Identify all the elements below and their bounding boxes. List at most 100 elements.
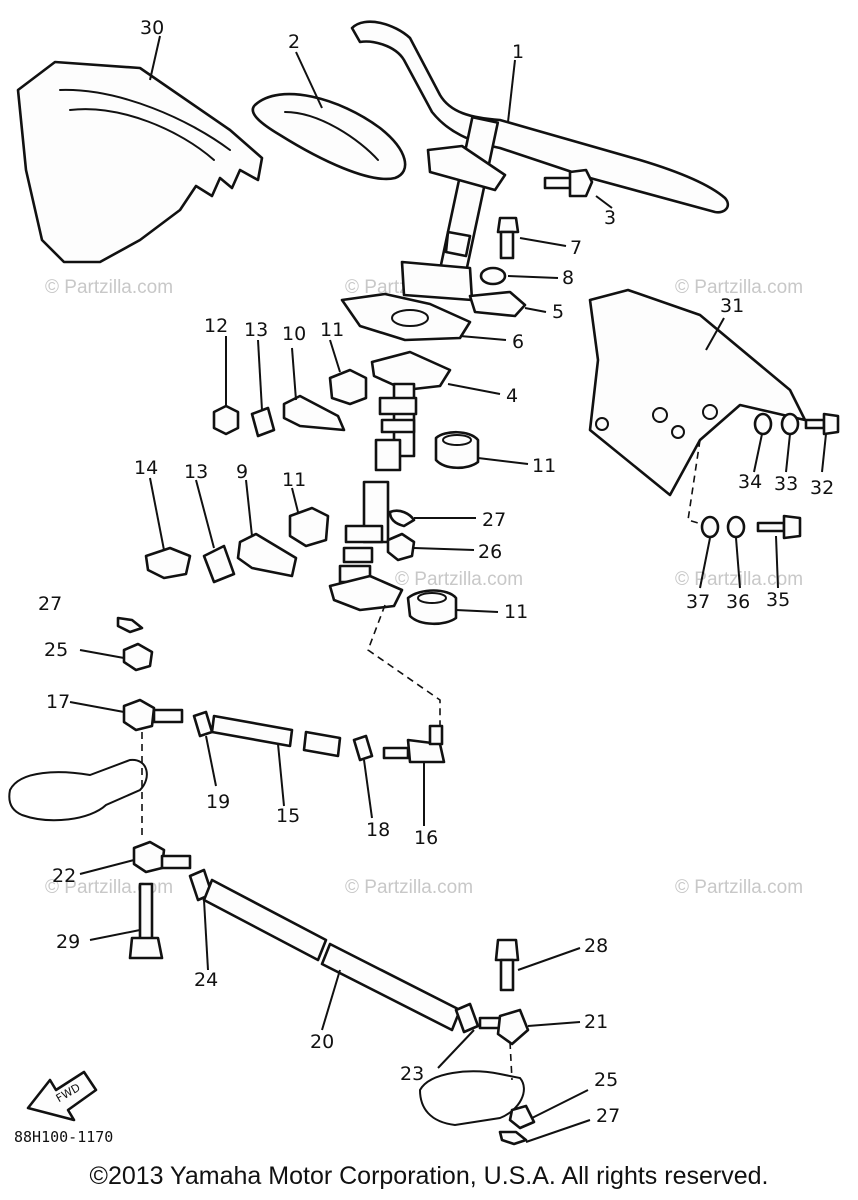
part-15-rod <box>210 714 294 748</box>
part-14-bolt <box>144 546 192 580</box>
part-17-ball-joint <box>122 698 184 732</box>
part-31-side-cover <box>588 288 807 497</box>
callout-14: 14 <box>134 457 158 479</box>
callout-16: 16 <box>414 827 438 849</box>
callout-36: 36 <box>726 591 750 613</box>
watermark: © Partzilla.com <box>45 277 173 298</box>
part-22-ball-joint <box>132 840 192 874</box>
assembly-line <box>367 604 441 730</box>
part-29-bolt <box>128 882 164 960</box>
part-8-nut <box>479 266 507 286</box>
callout-4: 4 <box>506 385 518 407</box>
callout-27: 27 <box>38 593 62 615</box>
part-4-steering-column <box>370 350 452 472</box>
callout-24: 24 <box>194 969 218 991</box>
callout-22: 22 <box>52 865 76 887</box>
callout-15: 15 <box>276 805 300 827</box>
part-30-steering-cover <box>16 60 264 264</box>
part-13-plate-lower <box>202 544 236 584</box>
callout-37: 37 <box>686 591 710 613</box>
callout-5: 5 <box>552 301 564 323</box>
part-21-ball-joint <box>478 1008 530 1046</box>
callout-2: 2 <box>288 31 300 53</box>
part-19-nut <box>192 710 214 738</box>
callout-1: 1 <box>512 41 524 63</box>
watermark: © Partzilla.com <box>675 277 803 298</box>
part-11-bushing-low <box>406 589 458 626</box>
part-2-handle-cover <box>251 92 407 181</box>
callout-27: 27 <box>596 1105 620 1127</box>
part-35-bolt <box>756 514 802 540</box>
lower-steering-shaft <box>328 480 404 612</box>
steering-lever-left <box>8 758 148 822</box>
part-27-cotter-left <box>116 616 144 634</box>
part-12-nut <box>212 404 240 436</box>
callout-3: 3 <box>604 207 616 229</box>
part-18-nut <box>352 734 374 762</box>
part-15-rod-end <box>302 730 342 758</box>
part-27-cotter-right <box>498 1130 528 1146</box>
part-11-bushing-mid <box>434 430 480 470</box>
callout-18: 18 <box>366 819 390 841</box>
callout-29: 29 <box>56 931 80 953</box>
part-28-bolt <box>494 938 520 992</box>
part-23-nut <box>454 1002 480 1034</box>
callout-20: 20 <box>310 1031 334 1053</box>
leader-lines <box>69 35 827 1143</box>
callout-7: 7 <box>570 237 582 259</box>
watermark: © Partzilla.com <box>675 877 803 898</box>
part-11-bushing-top <box>328 368 368 406</box>
part-7-bolt <box>496 216 520 260</box>
callout-11: 11 <box>320 319 344 341</box>
watermark: © Partzilla.com <box>345 877 473 898</box>
callout-13: 13 <box>244 319 268 341</box>
callout-6: 6 <box>512 331 524 353</box>
callout-8: 8 <box>562 267 574 289</box>
callout-11: 11 <box>282 469 306 491</box>
part-26-nut <box>386 532 416 562</box>
callout-34: 34 <box>738 471 762 493</box>
assembly-line <box>509 1041 513 1081</box>
part-25-nut-left <box>122 642 154 672</box>
callout-21: 21 <box>584 1011 608 1033</box>
forward-arrow-icon: FWD <box>26 1070 98 1122</box>
part-1-handlebar <box>350 20 730 302</box>
callout-17: 17 <box>46 691 70 713</box>
callout-10: 10 <box>282 323 306 345</box>
callout-25: 25 <box>594 1069 618 1091</box>
callout-23: 23 <box>400 1063 424 1085</box>
callout-31: 31 <box>720 295 744 317</box>
steering-lever-right <box>418 1070 525 1127</box>
part-16-ball-joint <box>382 724 446 764</box>
watermark: © Partzilla.com <box>395 569 523 590</box>
part-5-clamp <box>468 290 527 318</box>
callout-25: 25 <box>44 639 68 661</box>
part-33-washer <box>780 412 800 436</box>
callout-32: 32 <box>810 477 834 499</box>
callout-28: 28 <box>584 935 608 957</box>
part-20-rod <box>202 878 462 1032</box>
callout-12: 12 <box>204 315 228 337</box>
callout-11: 11 <box>532 455 556 477</box>
assembly-line <box>687 439 706 526</box>
callout-13: 13 <box>184 461 208 483</box>
copyright-footer: ©2013 Yamaha Motor Corporation, U.S.A. A… <box>89 1162 769 1190</box>
part-32-bolt <box>804 412 840 436</box>
part-37-washer <box>700 515 720 539</box>
part-9-bracket <box>236 532 298 578</box>
callout-27: 27 <box>482 509 506 531</box>
callout-30: 30 <box>140 17 164 39</box>
callout-33: 33 <box>774 473 798 495</box>
part-10-bracket <box>282 394 346 432</box>
callout-26: 26 <box>478 541 502 563</box>
part-36-washer <box>726 515 746 539</box>
part-27-cotter-upper <box>388 509 416 528</box>
callout-35: 35 <box>766 589 790 611</box>
callout-19: 19 <box>206 791 230 813</box>
part-34-washer <box>753 412 773 436</box>
part-11-bushing-left <box>288 506 330 548</box>
callout-9: 9 <box>236 461 248 483</box>
part-13-plate-upper <box>250 406 276 438</box>
part-6-bracket <box>340 292 472 342</box>
